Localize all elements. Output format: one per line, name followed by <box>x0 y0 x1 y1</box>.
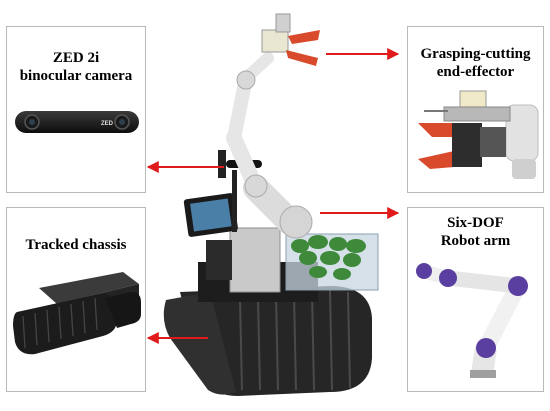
effector-wrist-base <box>512 159 536 179</box>
robot-camera-mast <box>232 170 237 232</box>
robot-control-box <box>229 227 281 293</box>
camera-body <box>15 111 139 133</box>
arm-joint-3 <box>508 276 528 296</box>
robot-track-treads <box>239 289 351 391</box>
robot-effector-motor <box>275 13 291 33</box>
arm-lower-link <box>477 277 527 357</box>
robot-mast-bracket <box>218 150 226 178</box>
arm-label-line2: Robot arm <box>440 233 511 249</box>
effector-upper-jaw <box>418 123 454 137</box>
arm-joint-6 <box>416 263 432 279</box>
chassis-label: Tracked chassis <box>25 237 127 253</box>
robot-arm-elbow-joint <box>244 174 268 198</box>
robot-arm-base-joint <box>279 205 313 239</box>
effector-plate <box>443 106 511 122</box>
robot-effector-upper-jaw <box>288 30 320 44</box>
arm-label: Six-DOF Robot arm <box>408 214 543 250</box>
arm-panel: Six-DOF Robot arm <box>407 207 544 392</box>
effector-illustration <box>418 90 539 179</box>
camera-left-lens-glass <box>29 119 35 125</box>
robot-left-track <box>163 292 236 395</box>
effector-panel: Grasping-cutting end-effector <box>407 26 544 193</box>
arm-upper-link <box>440 270 526 294</box>
camera-illustration: ZED <box>15 111 139 133</box>
chassis-left-track <box>13 293 117 355</box>
effector-label-line1: Grasping-cutting <box>420 46 531 62</box>
arm-joint-5 <box>439 269 457 287</box>
robot-effector-lower-jaw <box>286 50 318 66</box>
effector-label: Grasping-cutting end-effector <box>408 45 543 81</box>
chassis-panel: Tracked chassis <box>6 207 146 392</box>
robot-fruits <box>291 235 366 280</box>
robot-side-box <box>206 240 232 280</box>
camera-right-lens-glass <box>119 119 125 125</box>
arm-joint-2 <box>476 338 496 358</box>
effector-flange <box>480 127 506 157</box>
robot-effector-body <box>261 29 289 53</box>
effector-jaw-mount <box>452 123 482 167</box>
robot-screen <box>190 198 232 232</box>
robot-arm-wrist-joint <box>236 70 256 90</box>
arm-illustration <box>416 263 528 378</box>
arm-base-plate <box>470 370 496 378</box>
chassis-illustration <box>13 272 141 355</box>
effector-label-line2: end-effector <box>436 64 515 80</box>
chassis-deck <box>39 272 139 304</box>
camera-panel: ZED 2i binocular camera ZED <box>6 26 146 193</box>
camera-label-line1: ZED 2i <box>52 50 100 66</box>
camera-logo: ZED <box>101 121 114 127</box>
chassis-right-track <box>105 292 141 328</box>
arm-label-line1: Six-DOF <box>447 215 504 231</box>
effector-lower-jaw <box>418 151 454 169</box>
camera-label: ZED 2i binocular camera <box>7 49 145 85</box>
camera-label-line2: binocular camera <box>19 68 133 84</box>
